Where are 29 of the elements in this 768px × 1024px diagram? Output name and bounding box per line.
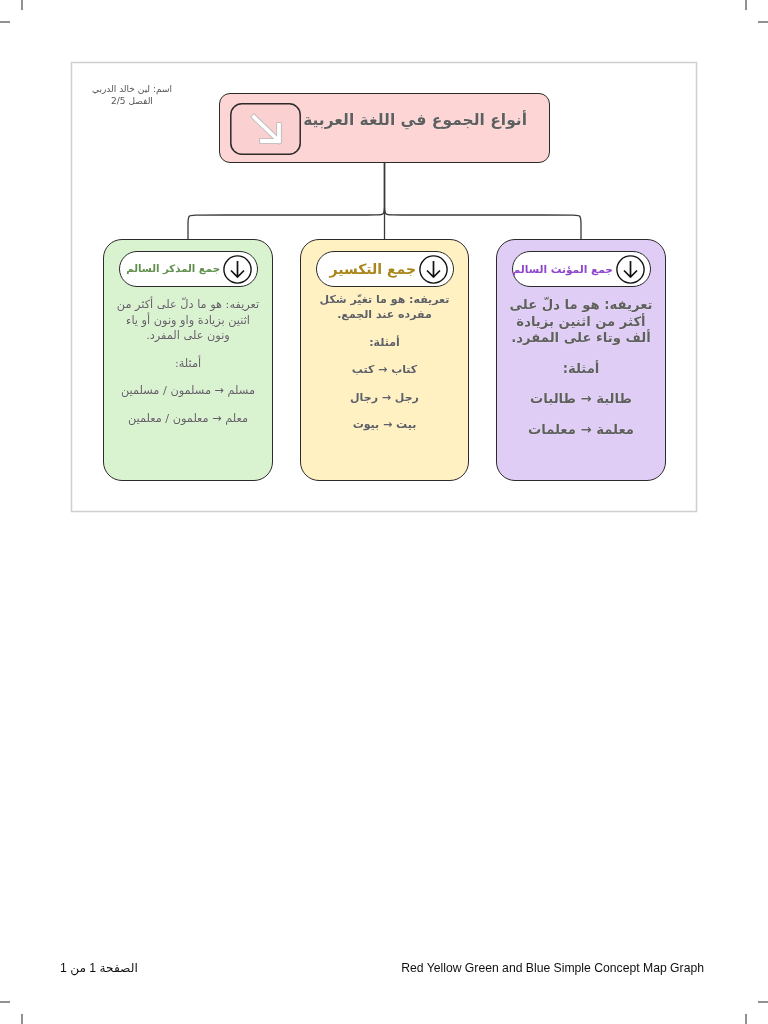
card-text: معلم → معلمون / معلمين — [126, 410, 250, 426]
category-card — [103, 239, 273, 481]
card-text: معلمة → معلمات — [526, 421, 636, 438]
card-text: أمثلة: — [173, 355, 203, 371]
category-header — [316, 251, 454, 287]
card-text: كتاب → كتب — [350, 362, 419, 377]
card-text: طالبة → طالبات — [529, 391, 633, 408]
author-note: الفصل 2/5 — [110, 96, 154, 106]
card-text: أمثلة: — [368, 334, 401, 350]
card-text: رجل → رجال — [349, 389, 420, 405]
category-title: جمع المؤنث السالم — [512, 262, 613, 275]
connector-line — [187, 162, 386, 240]
category-header — [512, 251, 651, 287]
title-box — [219, 93, 550, 163]
definition-text: تعريفه: هو ما دلّ على أكثر من اثنين بزيادة واو ونون أو ياء ونون على المفرد. — [115, 297, 261, 344]
card-text: بيت → بيوت — [351, 417, 418, 432]
category-card — [300, 239, 469, 481]
card-text: مسلم → مسلمون / مسلمين — [120, 383, 256, 399]
category-header — [119, 251, 258, 287]
category-card — [496, 239, 666, 481]
topic-label: أنواع الجموع في اللغة العربية — [303, 111, 527, 129]
definition-text: تعريفه: هو ما دلّ على أكثر من اثنين بزيادة ألف وتاء على المفرد. — [508, 297, 654, 347]
author-note: اسم: لين خالد الدربي — [90, 84, 173, 94]
footer-text: Red Yellow Green and Blue Simple Concept Map Graph — [400, 961, 704, 975]
footer-text: الصفحة 1 من 1 — [60, 961, 139, 975]
definition-text: تعريفه: هو ما تغيّر شكل مفرده عند الجمع. — [318, 292, 451, 322]
card-text: أمثلة: — [561, 360, 601, 377]
category-title: جمع التكسير — [329, 260, 416, 277]
category-title: جمع المذكر السالم — [126, 263, 220, 275]
